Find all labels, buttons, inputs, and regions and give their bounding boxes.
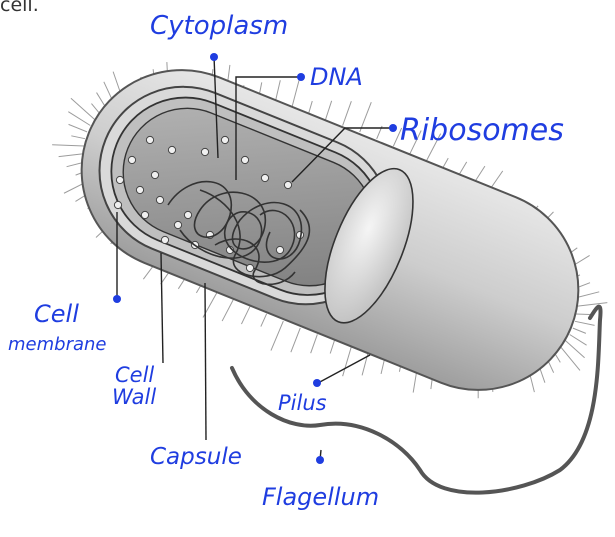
pilus-hair	[271, 321, 283, 351]
ribosome	[151, 171, 158, 178]
pilus-dot	[313, 379, 321, 387]
ribosome	[201, 148, 208, 155]
label-cell-wall-line1: Cell	[115, 363, 154, 387]
ribosome	[141, 211, 148, 218]
capsule-leader	[205, 283, 206, 440]
pilus-hair	[68, 112, 90, 126]
ribosome	[136, 186, 143, 193]
label-dna: DNA	[310, 63, 363, 91]
pilus-hair	[222, 298, 234, 321]
cytoplasm-dot	[210, 53, 218, 61]
pilus-hair	[241, 306, 250, 324]
ribosome	[184, 211, 191, 218]
ribosome	[284, 181, 291, 188]
pilus-hair	[59, 154, 85, 157]
pilus-hair	[71, 136, 85, 139]
label-pilus: Pilus	[278, 391, 327, 415]
ribosome	[241, 156, 248, 163]
ribosomes-dot	[389, 124, 397, 132]
pilus-hair	[71, 98, 95, 119]
ribosome	[174, 221, 181, 228]
ribosome	[168, 146, 175, 153]
cell-membrane-dot	[113, 295, 121, 303]
label-cell-wall-line2: Wall	[112, 385, 156, 409]
pilus-hair	[308, 101, 312, 114]
ribosome	[246, 264, 253, 271]
ribosome	[116, 176, 123, 183]
label-cell-membrane-line2: membrane	[8, 334, 106, 355]
label-cell-membrane-line1: Cell	[34, 300, 79, 328]
pilus-hair	[52, 145, 84, 146]
pilus-hair	[576, 303, 608, 307]
pilus-hair	[560, 346, 580, 371]
label-capsule: Capsule	[150, 444, 242, 470]
pilus-hair	[261, 314, 267, 327]
ribosome	[161, 236, 168, 243]
pilus-hair	[69, 124, 88, 131]
pilus-hair	[311, 334, 318, 353]
pilus-hair	[343, 101, 352, 125]
ribosome	[261, 174, 268, 181]
pilus-hair	[291, 79, 299, 110]
ribosome	[128, 156, 135, 163]
ribosome	[114, 201, 121, 208]
label-cytoplasm: Cytoplasm	[150, 11, 288, 41]
pilus-hair	[343, 346, 352, 377]
dna-dot	[297, 73, 305, 81]
pilus-hair	[291, 328, 300, 352]
pilus-hair	[565, 340, 584, 357]
flagellum-dot	[316, 456, 324, 464]
pilus-hair	[576, 314, 590, 315]
pilus-hair	[325, 101, 331, 120]
pilus-leader	[318, 355, 370, 383]
pilus-hair	[330, 340, 334, 353]
ribosome	[156, 196, 163, 203]
pilus-hair	[575, 321, 595, 325]
label-ribosomes: Ribosomes	[400, 113, 564, 148]
ribosome	[221, 136, 228, 143]
pilus-hair	[570, 335, 587, 346]
ribosome	[146, 136, 153, 143]
label-flagellum: Flagellum	[262, 483, 379, 511]
ribosome	[276, 246, 283, 253]
pilus-hair	[573, 328, 586, 333]
